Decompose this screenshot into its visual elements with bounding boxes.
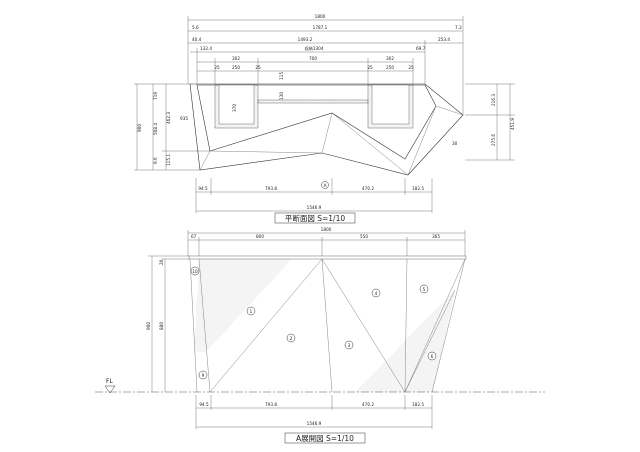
svg-text:94.5: 94.5 <box>198 186 208 191</box>
svg-text:25: 25 <box>408 65 414 70</box>
svg-text:793.8: 793.8 <box>265 186 277 191</box>
plan-title: 平断面図 S=1/10 <box>285 213 345 223</box>
svg-text:900: 900 <box>137 124 142 132</box>
svg-text:5: 5 <box>423 287 426 292</box>
svg-text:302: 302 <box>232 56 240 61</box>
svg-text:25: 25 <box>255 65 261 70</box>
panel-5: 5 <box>419 284 429 294</box>
svg-text:1493.2: 1493.2 <box>298 37 313 42</box>
svg-text:1546.9: 1546.9 <box>307 421 322 426</box>
elevation-title-box <box>284 432 366 444</box>
floor-level-marker-icon <box>104 385 116 394</box>
plan-dimension-lines <box>134 16 515 213</box>
svg-text:20: 20 <box>159 259 164 265</box>
svg-text:462.3: 462.3 <box>166 112 171 124</box>
svg-text:3: 3 <box>348 343 351 348</box>
svg-text:253.4: 253.4 <box>438 37 450 42</box>
svg-text:1800: 1800 <box>321 227 332 232</box>
svg-text:800: 800 <box>256 234 264 239</box>
elevation-title: A展開図 S=1/10 <box>296 434 354 443</box>
panel-1: 1 <box>246 306 256 316</box>
svg-text:275.6: 275.6 <box>491 134 496 146</box>
svg-text:130: 130 <box>279 92 284 100</box>
svg-text:115.1: 115.1 <box>166 154 171 166</box>
svg-text:508.4: 508.4 <box>153 123 158 135</box>
panel-2: 2 <box>286 333 296 343</box>
panel-6: 6 <box>427 351 437 361</box>
svg-text:793.8: 793.8 <box>265 402 277 407</box>
panel-4: 4 <box>371 288 381 298</box>
svg-text:550: 550 <box>360 234 368 239</box>
shading-right <box>355 290 455 392</box>
svg-text:182.5: 182.5 <box>412 402 424 407</box>
floor-label: FL <box>106 378 113 385</box>
svg-text:6: 6 <box>431 354 434 359</box>
svg-text:7.3: 7.3 <box>455 25 462 30</box>
plan-outline <box>189 83 464 176</box>
panel-numbers: 10 1 2 3 4 5 6 9 <box>190 266 437 380</box>
svg-text:935: 935 <box>180 116 188 121</box>
svg-text:69.7: 69.7 <box>416 46 426 51</box>
svg-text:250: 250 <box>232 65 240 70</box>
svg-text:182.5: 182.5 <box>412 186 424 191</box>
svg-text:94.5: 94.5 <box>199 402 209 407</box>
svg-text:9: 9 <box>202 373 205 378</box>
svg-text:1: 1 <box>250 309 253 314</box>
panel-10: 10 <box>190 266 200 276</box>
svg-text:25: 25 <box>214 65 220 70</box>
svg-text:700: 700 <box>309 56 317 61</box>
elevation-facets <box>189 258 466 393</box>
svg-text:132.4: 132.4 <box>200 46 212 51</box>
counter-top <box>188 255 467 260</box>
svg-text:9.6: 9.6 <box>153 157 158 164</box>
svg-text:370: 370 <box>232 104 237 112</box>
svg-text:470.2: 470.2 <box>362 186 374 191</box>
svg-text:2: 2 <box>290 336 293 341</box>
svg-text:25: 25 <box>367 65 373 70</box>
svg-text:1546.9: 1546.9 <box>307 205 322 210</box>
svg-text:115: 115 <box>279 72 284 80</box>
svg-text:1800: 1800 <box>315 14 326 19</box>
svg-text:365: 365 <box>432 234 440 239</box>
panel-3: 3 <box>344 340 354 350</box>
elevation-dimension-labels: 1800 67 800 550 365 900 880 20 94.5 793.… <box>146 227 440 426</box>
svg-text:30: 30 <box>452 141 458 146</box>
shading-left <box>194 259 292 352</box>
svg-text:67: 67 <box>191 234 197 239</box>
shelf <box>257 99 369 104</box>
svg-text:収納1304: 収納1304 <box>304 45 323 52</box>
svg-text:470.2: 470.2 <box>362 402 374 407</box>
svg-text:880: 880 <box>159 322 164 330</box>
panel-9: 9 <box>198 370 208 380</box>
plan-view: 1800 5.6 1787.1 7.3 40.4 1493.2 253.4 13… <box>134 14 515 224</box>
svg-text:40.4: 40.4 <box>192 37 202 42</box>
svg-text:719: 719 <box>153 92 158 100</box>
elevation-view: FL 10 1 2 3 4 5 6 9 1800 67 800 550 365 … <box>95 227 545 444</box>
svg-text:216.3: 216.3 <box>491 94 496 106</box>
plan-title-box <box>274 212 356 224</box>
svg-text:1787.1: 1787.1 <box>313 25 328 30</box>
svg-text:A: A <box>324 183 327 188</box>
svg-text:10: 10 <box>192 269 198 274</box>
elevation-dimension-lines <box>148 230 466 429</box>
svg-text:4: 4 <box>375 291 378 296</box>
svg-text:451.9: 451.9 <box>510 118 515 130</box>
svg-text:250: 250 <box>386 65 394 70</box>
svg-text:302: 302 <box>386 56 394 61</box>
svg-text:900: 900 <box>146 322 151 330</box>
svg-text:5.6: 5.6 <box>192 25 199 30</box>
plan-dimension-labels: 1800 5.6 1787.1 7.3 40.4 1493.2 253.4 13… <box>137 14 515 210</box>
view-marker-a: A <box>321 181 329 189</box>
